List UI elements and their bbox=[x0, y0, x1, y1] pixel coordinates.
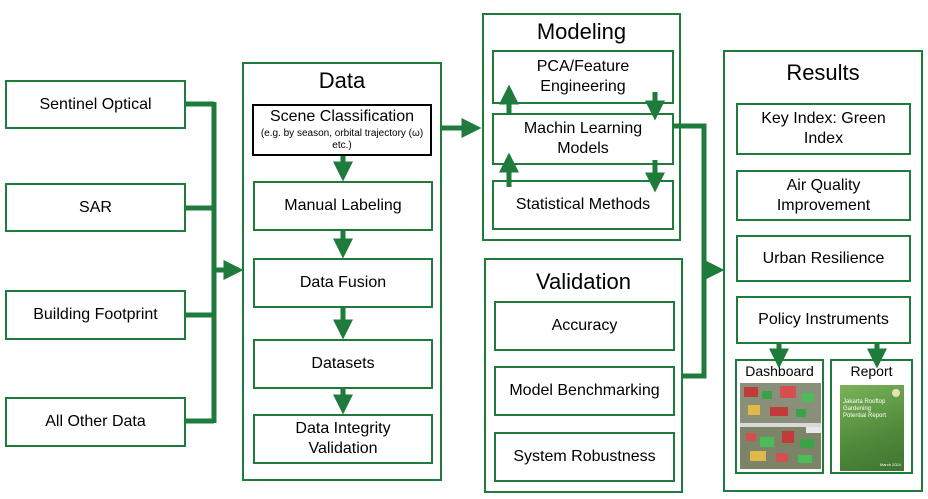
validation-item-label: System Robustness bbox=[513, 448, 656, 465]
step-data-integrity-validation: Data Integrity Validation bbox=[253, 414, 433, 464]
modeling-machine-learning-models: Machin Learning Models bbox=[492, 113, 674, 165]
input-label: All Other Data bbox=[45, 413, 146, 430]
step-data-fusion: Data Fusion bbox=[253, 258, 433, 308]
input-label: Sentinel Optical bbox=[39, 95, 152, 113]
report-cover-date: March 2024 bbox=[879, 462, 901, 467]
input-building-footprint: Building Footprint bbox=[5, 290, 186, 340]
results-panel-title: Results bbox=[786, 60, 860, 85]
input-sar: SAR bbox=[5, 183, 186, 232]
modeling-item-label: Machin Learning Models bbox=[523, 120, 643, 157]
scene-classification-subtitle: (e.g. by season, orbital trajectory (ω) … bbox=[260, 128, 424, 151]
step-label: Data Integrity Validation bbox=[295, 420, 391, 457]
input-sentinel-optical: Sentinel Optical bbox=[5, 80, 186, 129]
input-label: Building Footprint bbox=[33, 306, 158, 323]
input-label: SAR bbox=[79, 198, 112, 216]
step-label: Data Fusion bbox=[299, 274, 387, 291]
report-cover-title: Jakarta Rooftop Gardening Potential Repo… bbox=[843, 399, 887, 419]
result-item-label: Urban Resilience bbox=[762, 249, 885, 267]
result-item-label: Air Quality Improvement bbox=[776, 176, 871, 214]
input-all-other-data: All Other Data bbox=[5, 397, 186, 447]
result-air-quality-improvement: Air Quality Improvement bbox=[736, 170, 911, 221]
validation-system-robustness: System Robustness bbox=[494, 432, 675, 482]
scene-classification-box: Scene Classification (e.g. by season, or… bbox=[252, 104, 432, 156]
validation-model-benchmarking: Model Benchmarking bbox=[494, 366, 675, 416]
report-thumbnail: Report Jakarta Rooftop Gardening Potenti… bbox=[830, 359, 913, 474]
modeling-statistical-methods: Statistical Methods bbox=[492, 180, 674, 230]
modeling-pca-feature-engineering: PCA/Feature Engineering bbox=[492, 50, 674, 104]
result-item-label: Key Index: Green Index bbox=[761, 110, 886, 147]
step-manual-labeling: Manual Labeling bbox=[253, 181, 433, 231]
validation-panel-title: Validation bbox=[536, 269, 631, 294]
result-policy-instruments: Policy Instruments bbox=[736, 296, 911, 344]
validation-accuracy: Accuracy bbox=[494, 301, 675, 351]
step-datasets: Datasets bbox=[253, 339, 433, 389]
validation-item-label: Accuracy bbox=[551, 317, 618, 334]
step-label: Datasets bbox=[311, 355, 375, 372]
report-cover: Jakarta Rooftop Gardening Potential Repo… bbox=[840, 385, 904, 471]
data-panel-title: Data bbox=[318, 68, 366, 93]
result-green-index: Key Index: Green Index bbox=[736, 103, 911, 155]
result-urban-resilience: Urban Resilience bbox=[736, 235, 911, 282]
report-cover-logo-icon bbox=[892, 389, 900, 397]
modeling-panel-title: Modeling bbox=[536, 19, 627, 44]
validation-item-label: Model Benchmarking bbox=[509, 382, 660, 399]
dashboard-thumbnail: Dashboard bbox=[735, 359, 824, 474]
modeling-item-label: Statistical Methods bbox=[515, 196, 651, 213]
step-label: Manual Labeling bbox=[284, 197, 402, 214]
result-item-label: Policy Instruments bbox=[758, 311, 889, 328]
connector-line bbox=[674, 123, 707, 379]
dashboard-label: Dashboard bbox=[745, 363, 814, 379]
scene-classification-title: Scene Classification bbox=[269, 108, 415, 125]
dashboard-map-image bbox=[740, 383, 821, 469]
modeling-item-label: PCA/Feature Engineering bbox=[536, 58, 630, 95]
